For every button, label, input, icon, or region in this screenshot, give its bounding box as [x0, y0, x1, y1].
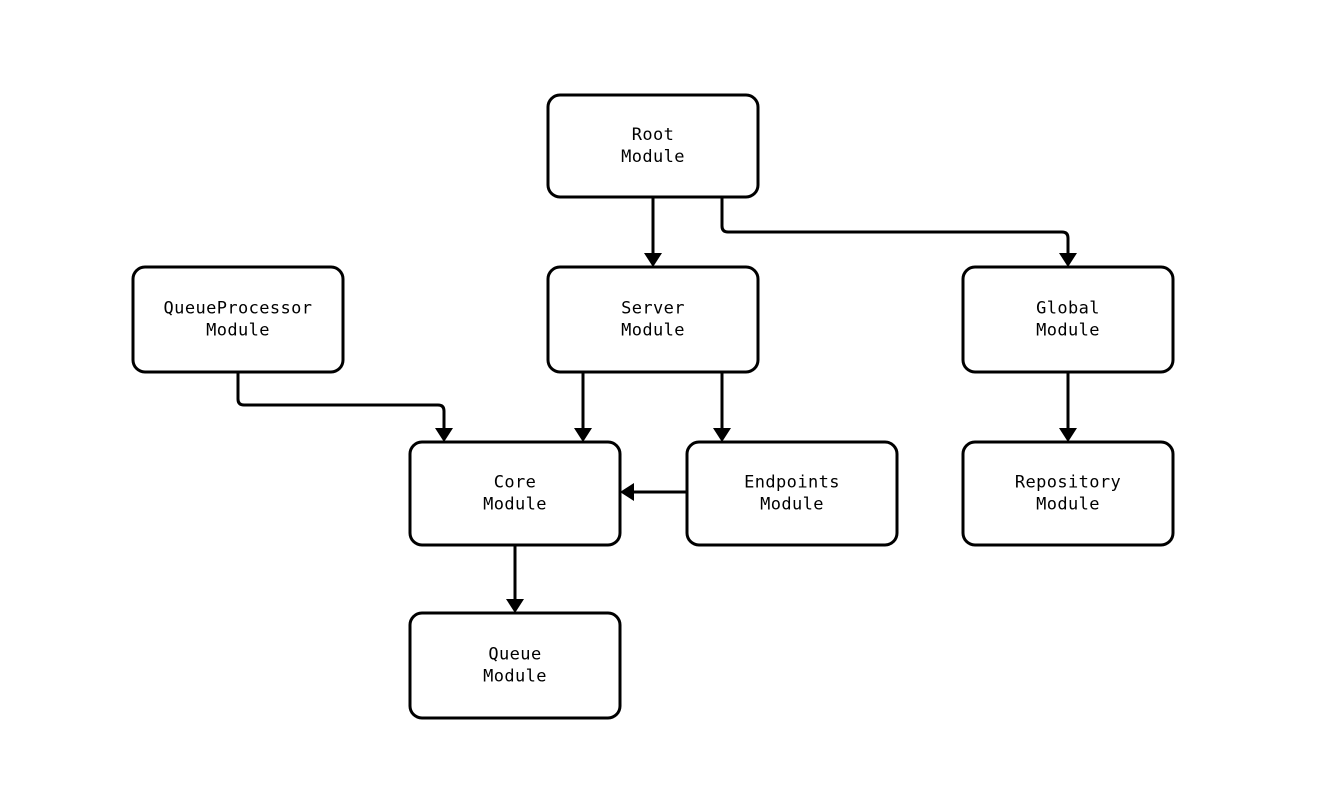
queueprocessor-module-node-label-line2: Module [206, 321, 270, 341]
edge-global-to-repository [1059, 372, 1077, 442]
edge-root-to-global [720, 197, 1077, 267]
edge-server-to-core-arrowhead-icon [574, 428, 592, 442]
edges-layer [236, 197, 1077, 613]
server-module-node-box[interactable] [546, 265, 760, 374]
edge-root-to-server [644, 197, 662, 267]
nodes-layer: RootModuleQueueProcessorModuleServerModu… [131, 93, 1175, 720]
repository-module-node-label-line1: Repository [1015, 473, 1121, 493]
server-module-node-label-line2: Module [621, 321, 685, 341]
core-module-node-label-line2: Module [483, 495, 547, 515]
edge-global-to-repository-arrowhead-icon [1059, 428, 1077, 442]
edge-queueprocessor-to-core-arrowhead-icon [435, 428, 453, 442]
endpoints-module-node-box[interactable] [685, 440, 899, 547]
edge-root-to-server-arrowhead-icon [644, 253, 662, 267]
edge-server-to-endpoints [713, 372, 731, 442]
edge-queueprocessor-to-core-line [236, 372, 446, 428]
edge-queueprocessor-to-core [236, 372, 453, 442]
root-module-node-box[interactable] [546, 93, 760, 199]
global-module-node-box[interactable] [961, 265, 1175, 374]
queue-module-node-label-line2: Module [483, 667, 547, 687]
global-module-node-label-line2: Module [1036, 321, 1100, 341]
edge-root-to-global-line [720, 197, 1070, 253]
endpoints-module-node-label-line2: Module [760, 495, 824, 515]
server-module-node-label-line1: Server [621, 299, 685, 319]
repository-module-node-label-line2: Module [1036, 495, 1100, 515]
edge-root-to-global-arrowhead-icon [1059, 253, 1077, 267]
queue-module-node-box[interactable] [408, 611, 622, 720]
queueprocessor-module-node-box[interactable] [131, 265, 345, 374]
edge-endpoints-to-core [620, 483, 687, 501]
queueprocessor-module-node-label-line1: QueueProcessor [164, 299, 313, 319]
endpoints-module-node-label-line1: Endpoints [744, 473, 840, 493]
queue-module-node-label-line1: Queue [488, 645, 541, 665]
edge-endpoints-to-core-arrowhead-icon [620, 483, 634, 501]
repository-module-node-box[interactable] [961, 440, 1175, 547]
edge-core-to-queue-arrowhead-icon [506, 599, 524, 613]
global-module-node-label-line1: Global [1036, 299, 1100, 319]
edge-server-to-endpoints-arrowhead-icon [713, 428, 731, 442]
root-module-node-label-line1: Root [632, 125, 675, 145]
core-module-node-box[interactable] [408, 440, 622, 547]
edge-core-to-queue [506, 545, 524, 613]
root-module-node-label-line2: Module [621, 147, 685, 167]
edge-server-to-core [574, 372, 592, 442]
core-module-node-label-line1: Core [494, 473, 537, 493]
